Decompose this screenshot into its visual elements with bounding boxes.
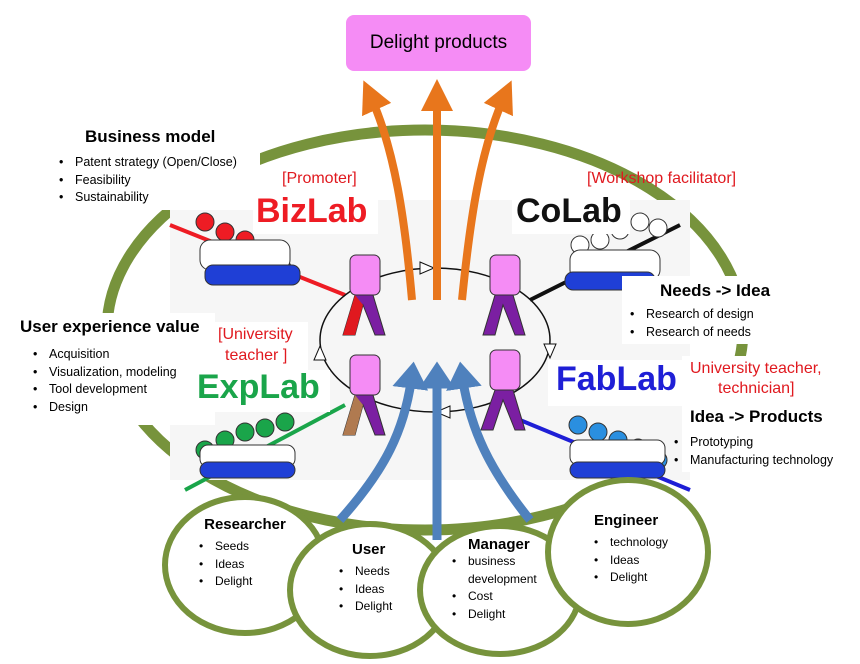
list-item: Ideas (335, 581, 425, 599)
colab-role: [Workshop facilitator] (587, 170, 737, 187)
idea-products-panel: University teacher, technician] Idea -> … (674, 356, 857, 472)
walker-icon (480, 349, 526, 431)
manager-list: business development Cost Delight (448, 553, 543, 623)
list-item: technology (590, 534, 690, 552)
cycle-arrowhead (434, 405, 451, 419)
fablab-role-line1: University teacher, (690, 360, 822, 377)
needs-idea-list: Research of design Research of needs (626, 306, 754, 341)
engineer-list: technology Ideas Delight (590, 534, 690, 587)
list-item: Prototyping (670, 434, 833, 452)
delight-products-label: Delight products (369, 32, 508, 53)
fablab-label: FabLab (556, 360, 677, 398)
explab-role-line1: [University (218, 326, 293, 343)
fablab-team-icon (568, 415, 668, 479)
cycle-arrowhead (543, 343, 557, 360)
list-item: Feasibility (55, 172, 237, 190)
explab-role-bg (210, 322, 308, 370)
researcher-list: Seeds Ideas Delight (195, 538, 295, 591)
list-item: Ideas (590, 552, 690, 570)
list-item: business development (448, 553, 543, 588)
business-model-panel: Business model Patent strategy (Open/Clo… (55, 122, 260, 210)
explab-team-icon (195, 412, 296, 479)
researcher-title: Researcher (204, 516, 286, 533)
in-arrow-engineer (446, 361, 534, 523)
list-item: Ideas (195, 556, 295, 574)
business-model-list: Patent strategy (Open/Close) Feasibility… (55, 154, 237, 207)
bizlab-role: [Promoter] (282, 170, 357, 187)
bizlab-label: BizLab (256, 192, 368, 230)
list-item: Tool development (29, 381, 177, 399)
list-item: Acquisition (29, 346, 177, 364)
business-model-title: Business model (85, 127, 216, 146)
cycle-arrowhead (313, 344, 327, 361)
walker-icon (342, 254, 386, 336)
idea-products-list: Prototyping Manufacturing technology (670, 434, 833, 469)
user-experience-panel: User experience value Acquisition Visual… (15, 313, 215, 425)
engineer-bubble-text: Engineer technology Ideas Delight (590, 512, 690, 587)
list-item: Patent strategy (Open/Close) (55, 154, 237, 172)
explab-role-line2: teacher ] (225, 347, 288, 364)
colab-label: CoLab (516, 192, 622, 230)
user-title: User (352, 541, 386, 558)
explab-label-bg (195, 370, 330, 412)
user-bubble-text: User Needs Ideas Delight (335, 541, 425, 616)
fablab-label-bg (548, 360, 682, 406)
manager-bubble-text: Manager business development Cost Deligh… (448, 536, 558, 623)
user-experience-list: Acquisition Visualization, modeling Tool… (29, 346, 177, 416)
list-item: Delight (195, 573, 295, 591)
list-item: Seeds (195, 538, 295, 556)
idea-products-title: Idea -> Products (690, 407, 823, 426)
walker-icon (342, 354, 386, 436)
list-item: Design (29, 399, 177, 417)
list-item: Needs (335, 563, 425, 581)
fablab-role-line2: technician] (718, 380, 795, 397)
user-list: Needs Ideas Delight (335, 563, 425, 616)
list-item: Research of needs (626, 324, 754, 342)
researcher-bubble-text: Researcher Seeds Ideas Delight (195, 516, 295, 591)
in-arrow-researcher (336, 361, 429, 524)
list-item: Delight (590, 569, 690, 587)
explab-label: ExpLab (197, 368, 320, 406)
list-item: Research of design (626, 306, 754, 324)
bizlab-label-bg (253, 192, 378, 234)
walker-icon (482, 254, 526, 336)
list-item: Cost (448, 588, 543, 606)
delight-products-box: Delight products (346, 15, 531, 71)
list-item: Delight (448, 606, 543, 624)
needs-idea-title: Needs -> Idea (660, 281, 771, 300)
list-item: Delight (335, 598, 425, 616)
cycle-arrowhead (419, 261, 436, 275)
colab-team-icon (564, 212, 668, 291)
user-experience-title: User experience value (20, 317, 200, 336)
bizlab-team-icon (195, 212, 301, 286)
list-item: Manufacturing technology (670, 452, 833, 470)
colab-label-bg (512, 192, 630, 234)
engineer-title: Engineer (594, 512, 659, 529)
list-item: Visualization, modeling (29, 364, 177, 382)
up-arrow-right (458, 80, 513, 301)
up-arrow-left (362, 80, 416, 301)
list-item: Sustainability (55, 189, 237, 207)
needs-idea-panel: Needs -> Idea Research of design Researc… (622, 276, 792, 344)
manager-title: Manager (468, 536, 530, 553)
